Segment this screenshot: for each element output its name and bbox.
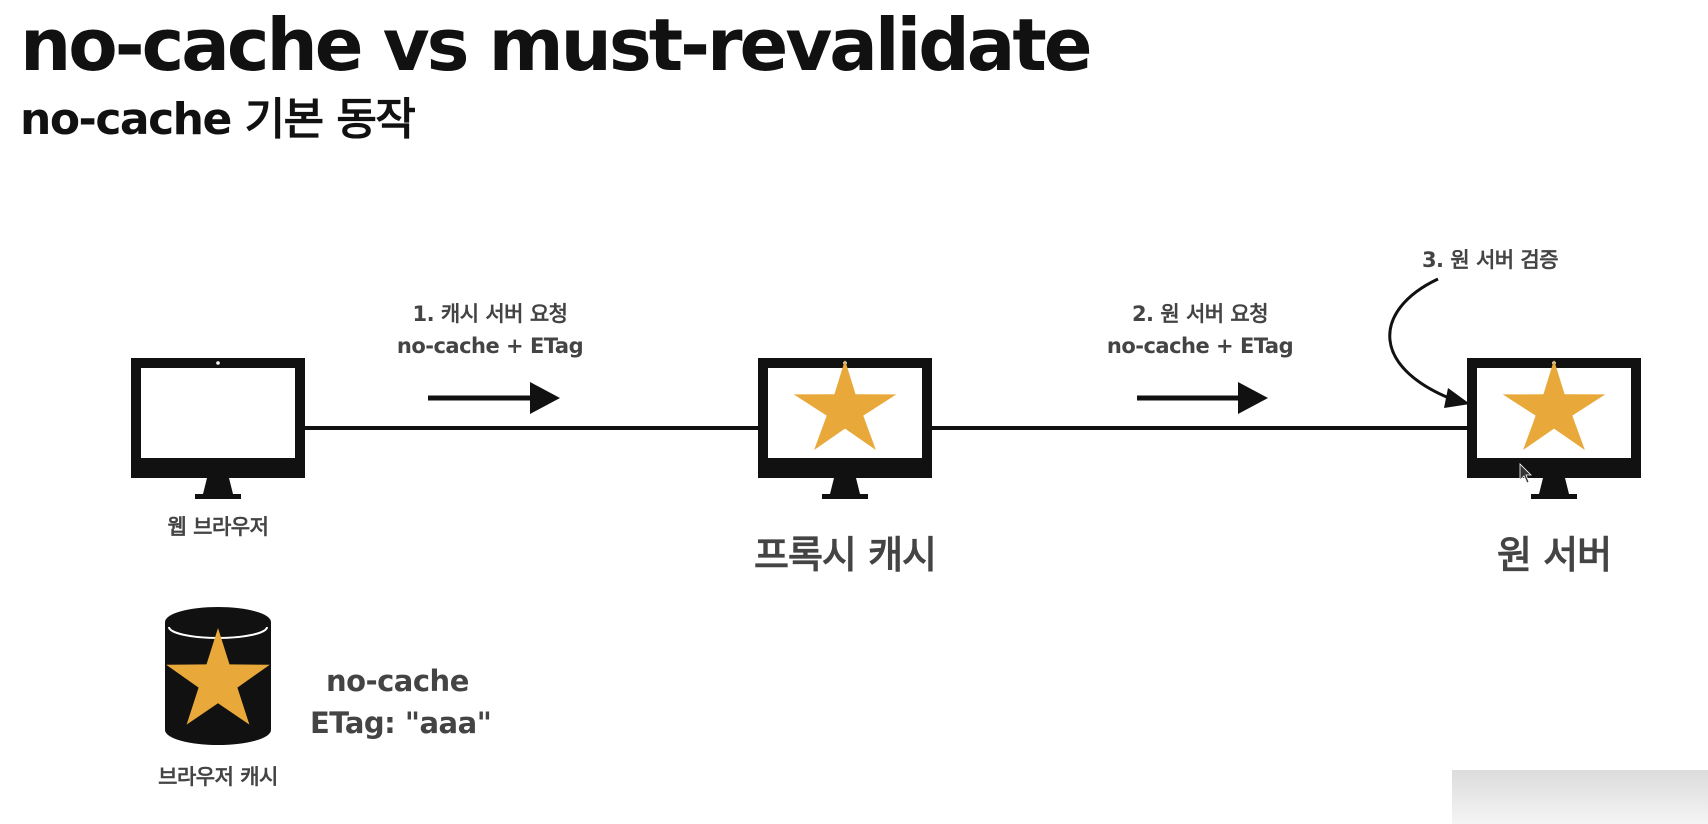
step2-label: 2. 원 서버 요청 no-cache + ETag [1090,298,1310,362]
proxy-label: 프록시 캐시 [753,533,937,577]
corner-overlay [1452,770,1708,824]
step2-title: 2. 원 서버 요청 [1131,302,1269,326]
browser-label: 웹 브라우저 [167,515,269,539]
proxy-star-icon [793,360,897,450]
step3-title: 3. 원 서버 검증 [1421,248,1559,272]
browser-cache-label: 브라우저 캐시 [158,765,278,789]
step1-detail: no-cache + ETag [396,334,584,358]
step1-label: 1. 캐시 서버 요청 no-cache + ETag [380,298,600,362]
origin-star-icon [1502,360,1606,450]
browser-monitor-icon [131,358,305,499]
step3-curved-arrow [1388,277,1470,408]
browser-cache-info: no-cache ETag: "aaa" [310,660,530,744]
step1-title: 1. 캐시 서버 요청 [412,302,568,326]
step1-arrow [428,382,560,414]
step2-detail: no-cache + ETag [1106,334,1294,358]
origin-label: 원 서버 [1496,533,1612,577]
slide-subtitle: no-cache 기본 동작 [20,94,416,145]
slide-title: no-cache vs must-revalidate [20,3,1093,87]
mouse-cursor-icon [1519,463,1532,484]
step3-label: 3. 원 서버 검증 [1390,244,1590,276]
cache-etag-text: ETag: "aaa" [310,706,492,740]
cache-directive-text: no-cache [326,664,469,698]
step2-arrow [1137,382,1268,414]
browser-cache-star-icon [166,628,270,725]
